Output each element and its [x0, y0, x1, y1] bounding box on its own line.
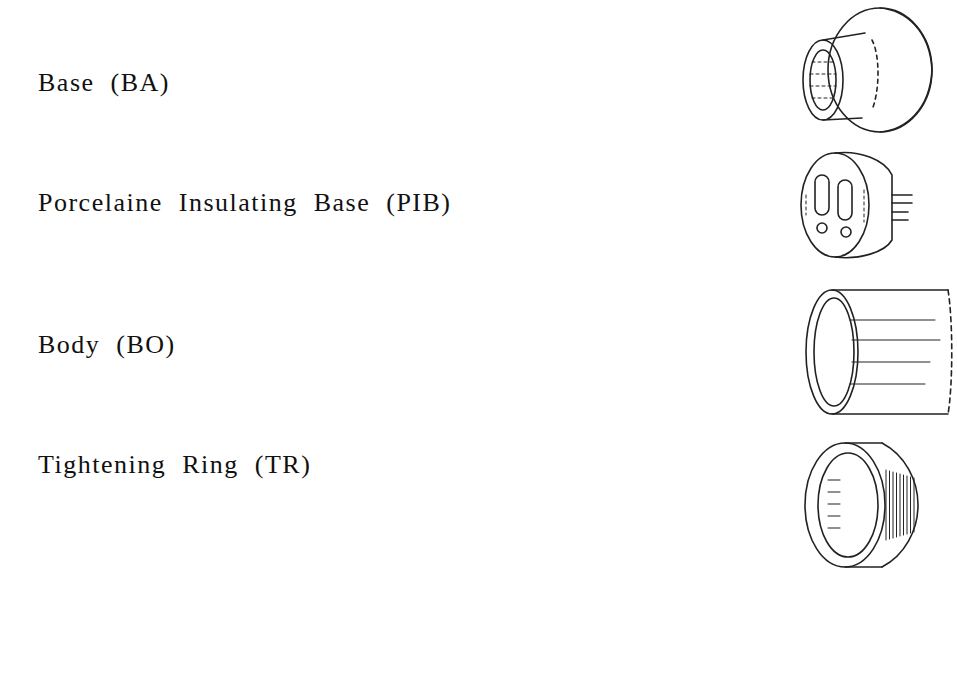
part-name: Body (BO): [38, 330, 176, 360]
part-name: Porcelaine Insulating Base (PIB): [38, 188, 452, 218]
part-name: Tightening Ring (TR): [38, 450, 311, 480]
tightening-ring-drawing: [805, 443, 918, 567]
porcelain-base-drawing: [801, 152, 912, 257]
base-drawing: [803, 8, 932, 132]
body-drawing: [806, 290, 952, 414]
part-name: Base (BA): [38, 68, 170, 98]
